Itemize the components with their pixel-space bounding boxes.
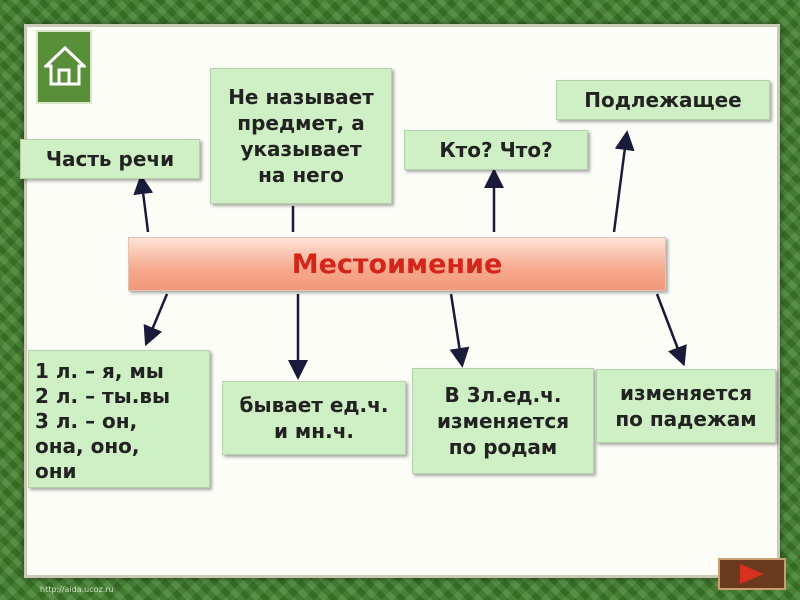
part-of-speech-box: Часть речи <box>20 139 200 179</box>
watermark: http://aida.ucoz.ru <box>40 585 114 594</box>
arrow-to-persons <box>143 293 169 347</box>
persons-box: 1 л. – я, мы 2 л. – ты.вы 3 л. – он, она… <box>28 350 210 488</box>
subject-box: Подлежащее <box>556 80 770 120</box>
questions-box: Кто? Что? <box>404 130 588 170</box>
points-line-1: Не называет <box>228 85 374 109</box>
cases-box: изменяется по падежам <box>596 369 776 443</box>
gender-box: В 3л.ед.ч. изменяется по родам <box>412 368 594 474</box>
main-concept-box: Местоимение <box>128 237 666 291</box>
home-icon <box>44 46 86 86</box>
persons-line-3: 3 л. – он, <box>35 409 138 433</box>
next-slide-button[interactable] <box>718 558 786 590</box>
home-button[interactable] <box>36 30 92 104</box>
persons-line-1: 1 л. – я, мы <box>35 359 164 383</box>
points-line-3: указывает <box>240 137 362 161</box>
arrow-to-cases <box>655 293 687 367</box>
arrow-to-gender <box>449 293 470 368</box>
persons-line-4: она, оно, <box>35 434 140 458</box>
arrow-to-part-of-speech <box>133 174 154 233</box>
cases-line-2: по падежам <box>615 407 757 431</box>
points-line-4: на него <box>258 163 344 187</box>
gender-line-3: по родам <box>448 435 558 459</box>
arrow-to-subject <box>612 130 635 233</box>
number-line-1: бывает ед.ч. <box>239 393 389 417</box>
gender-line-2: изменяется <box>436 409 570 433</box>
points-line-2: предмет, а <box>237 111 365 135</box>
cases-line-1: изменяется <box>619 381 753 405</box>
arrow-right-icon <box>740 564 764 584</box>
persons-line-5: они <box>35 459 77 483</box>
gender-line-1: В 3л.ед.ч. <box>444 383 562 407</box>
number-line-2: и мн.ч. <box>273 419 355 443</box>
points-not-names-box: Не называет предмет, а указывает на него <box>210 68 392 204</box>
number-box: бывает ед.ч. и мн.ч. <box>222 381 406 455</box>
persons-line-2: 2 л. – ты.вы <box>35 384 171 408</box>
